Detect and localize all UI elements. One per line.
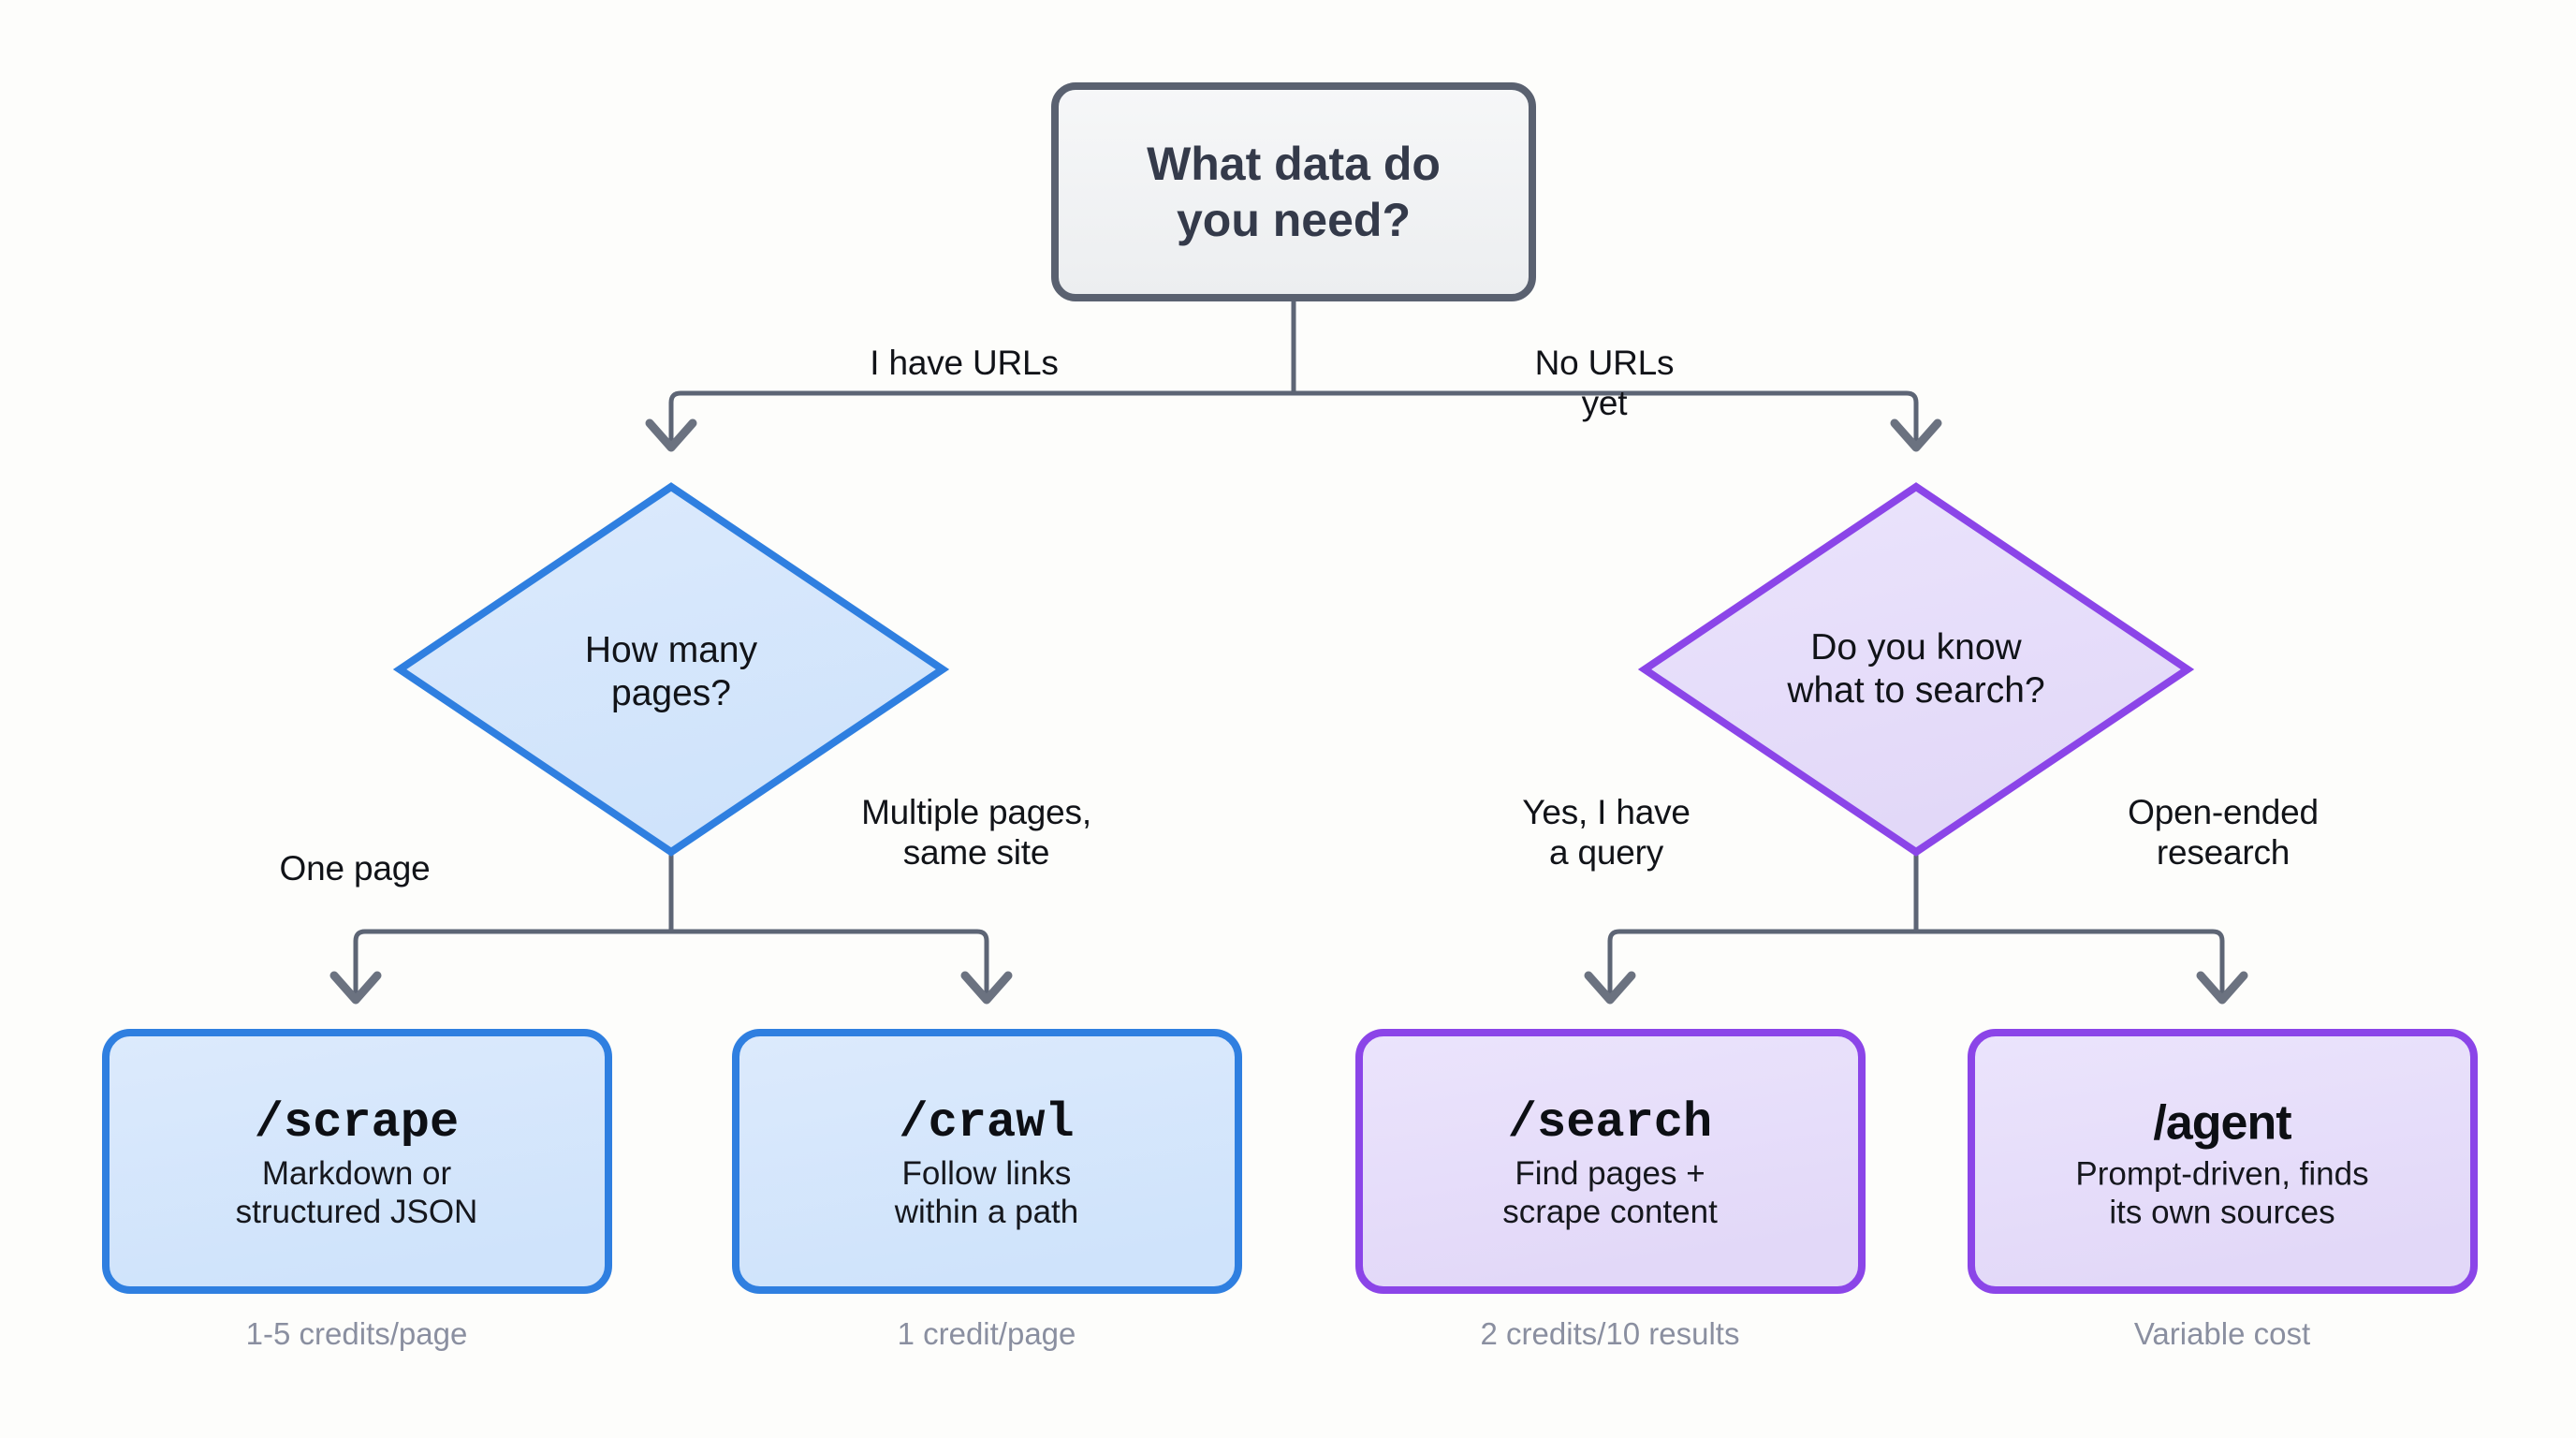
arrow-to-agent xyxy=(2196,971,2248,1005)
node-decision-know-what-to-search[interactable] xyxy=(1637,482,2195,857)
node-endpoint-crawl[interactable] xyxy=(732,1029,1242,1294)
arrow-to-blue-diamond xyxy=(645,418,697,452)
node-endpoint-scrape[interactable] xyxy=(102,1029,612,1294)
caption-crawl: 1 credit/page xyxy=(897,1316,1076,1351)
node-endpoint-search[interactable] xyxy=(1355,1029,1866,1294)
edge-label-open-ended-research: Open-ended research xyxy=(2128,793,2319,873)
caption-search: 2 credits/10 results xyxy=(1480,1316,1740,1351)
caption-agent: Variable cost xyxy=(2133,1316,2311,1351)
arrow-to-search xyxy=(1584,971,1636,1005)
edge-label-one-page: One page xyxy=(279,849,431,888)
edge-label-i-have-urls: I have URLs xyxy=(870,344,1059,382)
caption-scrape: 1-5 credits/page xyxy=(245,1316,468,1351)
edge-root-split xyxy=(668,295,1919,445)
node-root[interactable] xyxy=(1051,82,1536,301)
node-decision-how-many-pages[interactable] xyxy=(392,482,950,857)
edge-label-no-urls-yet: No URLs yet xyxy=(1534,344,1675,423)
arrow-to-scrape xyxy=(329,971,382,1005)
edge-label-yes-i-have-a-query: Yes, I have a query xyxy=(1522,793,1690,873)
arrow-to-purple-diamond xyxy=(1890,418,1942,452)
node-endpoint-agent[interactable] xyxy=(1968,1029,2478,1294)
edge-label-multiple-pages-same-site: Multiple pages, same site xyxy=(861,793,1091,873)
edge-blue-split xyxy=(353,849,989,997)
arrow-to-crawl xyxy=(960,971,1013,1005)
edge-purple-split xyxy=(1607,849,2225,997)
